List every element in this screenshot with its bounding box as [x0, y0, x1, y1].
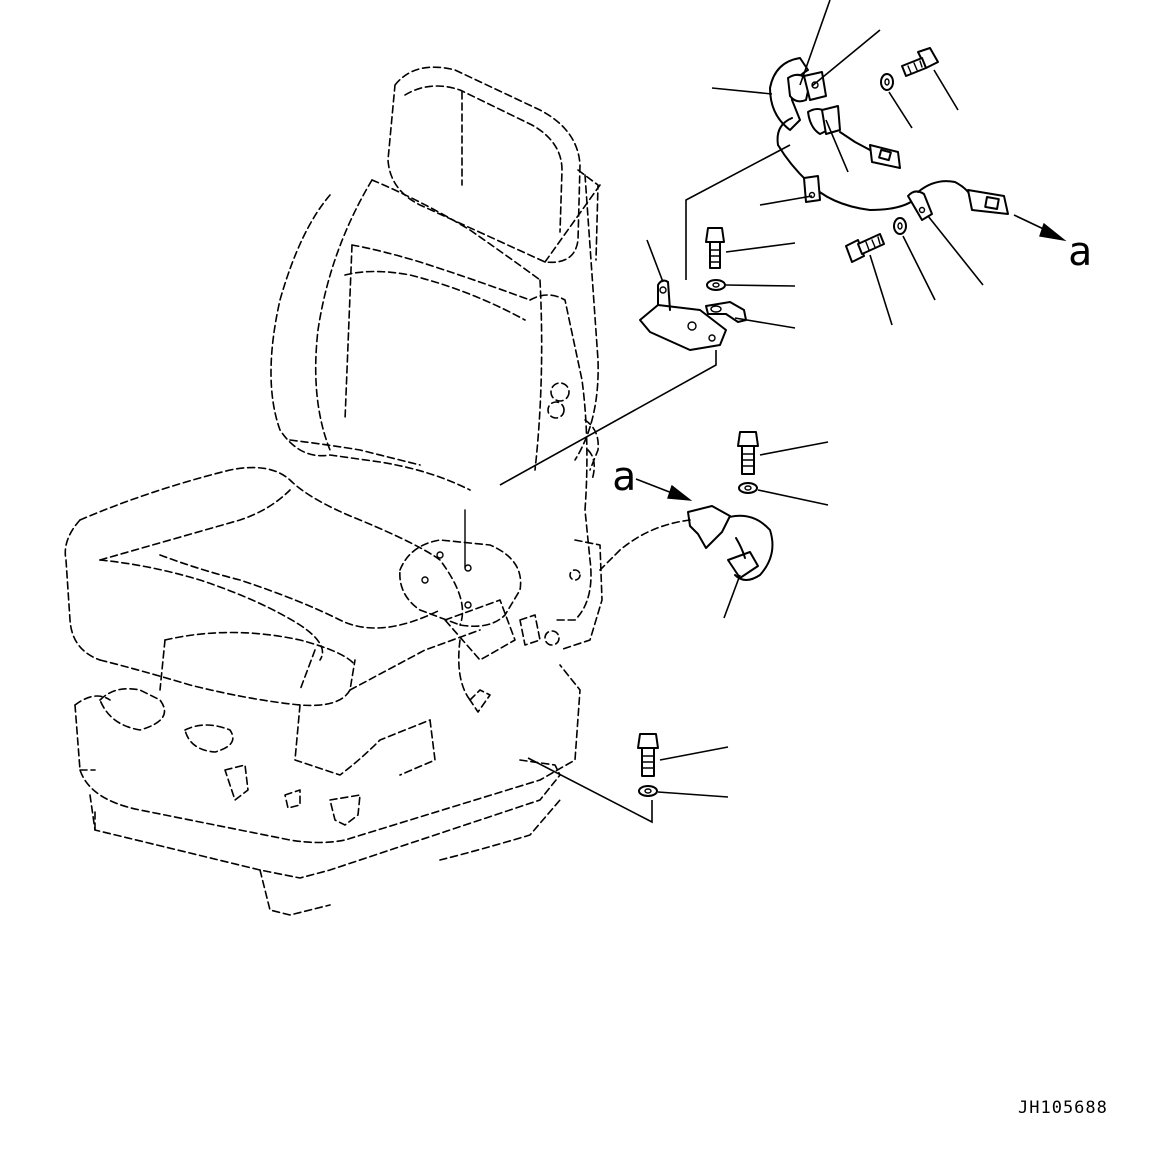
- bolt-upper: [705, 227, 796, 269]
- harness-leader-lines: [711, 0, 984, 286]
- armrest-mount-plate: [399, 509, 522, 628]
- drawing-id: JH105688: [1018, 1098, 1108, 1118]
- washer-bottom: [638, 785, 729, 798]
- operator-seat-phantom: [64, 66, 603, 916]
- wiring-harness: [769, 57, 1009, 221]
- mounting-bracket: [499, 144, 791, 486]
- view-arrow-left: a: [612, 454, 693, 501]
- view-arrow-right: a: [1013, 214, 1092, 275]
- bolt-middle: [737, 431, 829, 475]
- cable-clamp-upper: [705, 301, 796, 329]
- bolt-right: [845, 233, 893, 326]
- view-label-left: a: [612, 454, 636, 500]
- washer-right: [893, 217, 936, 301]
- bottom-mount-leader: [527, 757, 653, 824]
- washer-middle: [738, 482, 829, 506]
- bolt-bottom: [637, 733, 729, 777]
- washer-top-right: [880, 73, 913, 129]
- view-label-right: a: [1068, 229, 1092, 275]
- washer-upper: [706, 279, 796, 291]
- bolt-top-right: [901, 47, 959, 111]
- harness-clip-lower: [599, 505, 774, 619]
